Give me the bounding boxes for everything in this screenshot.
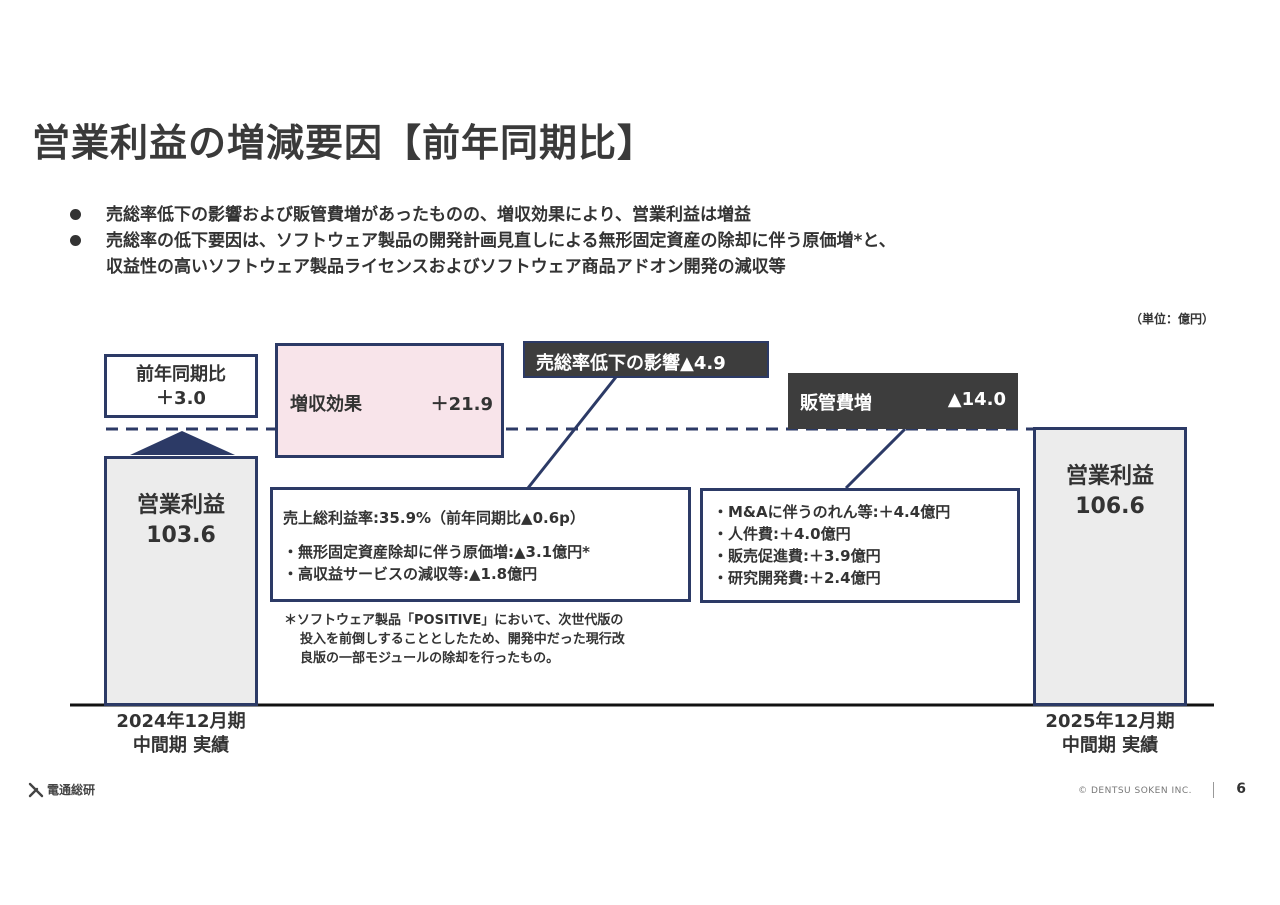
bar-gross-margin-decrease: 売総率低下の影響▲4.9 bbox=[523, 341, 769, 378]
sga-item: ・人件費:＋4.0億円 bbox=[713, 525, 851, 543]
footnote: ＊ソフトウェア製品「POSITIVE」において、次世代版の 投入を前倒しすること… bbox=[284, 611, 625, 668]
page-title: 営業利益の増減要因【前年同期比】 bbox=[32, 121, 657, 165]
connector-gross-margin bbox=[526, 376, 618, 489]
bar-start-label: 営業利益 bbox=[136, 493, 225, 518]
bullet-list: 売総率低下の影響および販管費増があったものの、増収効果により、営業利益は増益 売… bbox=[68, 202, 896, 280]
unit-label: （単位：億円） bbox=[1129, 312, 1214, 326]
gross-margin-item: ・高収益サービスの減収等:▲1.8億円 bbox=[283, 565, 538, 583]
bar-increase-value: ＋21.9 bbox=[430, 394, 493, 415]
gross-margin-header: 売上総利益率:35.9%（前年同期比▲0.6p） bbox=[283, 509, 585, 527]
x-category-end: 2025年12月期 中間期 実績 bbox=[1025, 710, 1195, 758]
bar-start-operating-profit: 営業利益 103.6 bbox=[104, 456, 258, 706]
x-category-end-line1: 2025年12月期 bbox=[1045, 711, 1175, 732]
sga-item: ・販売促進費:＋3.9億円 bbox=[713, 547, 881, 565]
bar-sga-label: 販管費増 bbox=[800, 393, 872, 414]
copyright: © DENTSU SOKEN INC. bbox=[1078, 786, 1192, 796]
gross-margin-detail-box: 売上総利益率:35.9%（前年同期比▲0.6p） ・無形固定資産除却に伴う原価増… bbox=[270, 487, 691, 602]
bullet-item-1: 売総率低下の影響および販管費増があったものの、増収効果により、営業利益は増益 bbox=[68, 202, 896, 228]
bar-end-value: 106.6 bbox=[1075, 494, 1145, 519]
logo-text: 電通総研 bbox=[47, 783, 96, 797]
bar-sga-value: ▲14.0 bbox=[947, 389, 1006, 410]
bar-end-label: 営業利益 bbox=[1065, 464, 1154, 489]
yoy-callout: 前年同期比 ＋3.0 bbox=[104, 354, 258, 418]
footnote-line: 投入を前倒しすることとしたため、開発中だった現行改 bbox=[300, 632, 625, 647]
gross-margin-item: ・無形固定資産除却に伴う原価増:▲3.1億円* bbox=[283, 543, 590, 561]
yoy-callout-label: 前年同期比 bbox=[136, 364, 226, 385]
bullet-item-2-continued: 収益性の高いソフトウェア製品ライセンスおよびソフトウェア商品アドオン開発の減収等 bbox=[106, 257, 786, 277]
logo-mark-icon bbox=[28, 782, 44, 797]
bar-revenue-increase: 増収効果 ＋21.9 bbox=[275, 343, 504, 458]
x-category-end-line2: 中間期 実績 bbox=[1061, 735, 1159, 756]
footnote-line: ＊ソフトウェア製品「POSITIVE」において、次世代版の bbox=[284, 613, 624, 628]
sga-item: ・M&Aに伴うのれん等:＋4.4億円 bbox=[713, 503, 951, 521]
bar-start-value: 103.6 bbox=[146, 523, 216, 548]
bar-gross-margin-label: 売総率低下の影響 bbox=[536, 353, 680, 374]
bar-end-operating-profit: 営業利益 106.6 bbox=[1033, 427, 1187, 706]
company-logo: 電通総研 bbox=[28, 781, 95, 798]
footnote-line: 良版の一部モジュールの除却を行ったもの。 bbox=[300, 651, 560, 666]
sga-item: ・研究開発費:＋2.4億円 bbox=[713, 569, 881, 587]
sga-detail-box: ・M&Aに伴うのれん等:＋4.4億円 ・人件費:＋4.0億円 ・販売促進費:＋3… bbox=[700, 488, 1020, 603]
bar-gross-margin-value: ▲4.9 bbox=[680, 353, 726, 374]
page-number: 6 bbox=[1236, 781, 1246, 797]
yoy-up-arrow-icon bbox=[130, 431, 235, 455]
x-category-start: 2024年12月期 中間期 実績 bbox=[96, 710, 266, 758]
bullet-item-2: 売総率の低下要因は、ソフトウェア製品の開発計画見直しによる無形固定資産の除却に伴… bbox=[68, 228, 896, 254]
footer-divider bbox=[1213, 782, 1214, 798]
x-category-start-line2: 中間期 実績 bbox=[132, 735, 230, 756]
connector-sga bbox=[844, 427, 907, 490]
x-category-start-line1: 2024年12月期 bbox=[116, 711, 246, 732]
yoy-callout-value: ＋3.0 bbox=[156, 388, 206, 409]
bar-increase-label: 増収効果 bbox=[290, 394, 362, 415]
bar-sga-decrease: 販管費増 ▲14.0 bbox=[788, 373, 1018, 429]
